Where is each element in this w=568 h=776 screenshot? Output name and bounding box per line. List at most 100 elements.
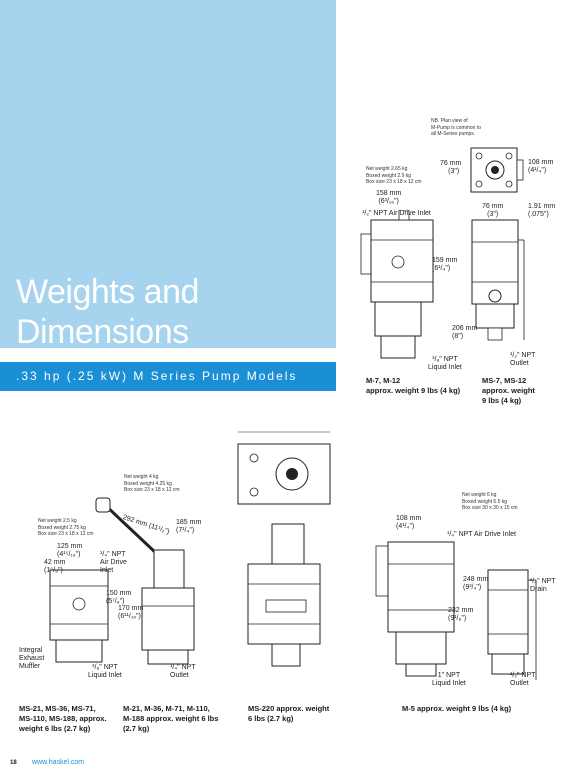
dim-value: 125 mm — [57, 543, 83, 550]
dim-76mm-b: 76 mm (3") — [482, 203, 503, 219]
dim-value: ¹/₄" NPT — [100, 551, 126, 558]
dim-value: ¹/₄" NPT — [530, 578, 556, 585]
m5-outlet-label: ¹/₂" NPT Outlet — [510, 672, 535, 688]
dim-value: 158 mm — [376, 190, 402, 197]
top-weight-note: Net weight 2.65 kg Boxed weight 2.9 kg B… — [366, 166, 422, 186]
caption-ms220: MS-220 approx. weight 6 lbs (2.7 kg) — [248, 704, 329, 724]
ms220-pump-drawing — [232, 424, 368, 694]
m5-air-inlet-label: ¹/₄" NPT Air Drive Inlet — [447, 531, 516, 539]
note-line: Net weight 6 kg — [462, 492, 497, 498]
page-number: 18 — [10, 760, 17, 766]
dim-value: 150 mm — [106, 590, 132, 597]
dim-value: 159 mm — [432, 257, 458, 264]
title-line-2: Dimensions — [16, 313, 189, 351]
caption-line: MS-110, MS-188, approx. — [19, 714, 107, 723]
ms21-dim-150: 150 mm (5⁷/₈") — [106, 590, 131, 606]
dim-value: 206 mm — [452, 325, 478, 332]
ms21-air-inlet-label: ¹/₄" NPT Air Drive Inlet — [100, 551, 127, 575]
dim-158mm: 158 mm (6³/₁₆") — [376, 190, 401, 206]
ms21-outlet-label: ¹/₄" NPT Outlet — [170, 664, 196, 680]
dim-206mm: 206 mm (8") — [452, 325, 477, 341]
dim-value: Outlet — [170, 672, 189, 679]
dim-value: Air Drive — [100, 559, 127, 566]
dim-value: ¹/₂" NPT Air Drive Inlet — [362, 210, 431, 217]
m5-pump-side-drawing — [372, 530, 462, 680]
caption-m7-m12: M-7, M-12 approx. weight 9 lbs (4 kg) — [366, 376, 460, 396]
dim-108mm: 108 mm (4¹/₄") — [528, 159, 553, 175]
section-subtitle: .33 hp (.25 kW) M Series Pump Models — [16, 369, 298, 383]
ms21-dim-185: 185 mm (7¹/₄") — [176, 519, 201, 535]
note-line: Boxed weight 6.5 kg — [462, 498, 508, 505]
dim-value: 248 mm — [463, 576, 489, 583]
dim-value: 1" NPT — [437, 672, 461, 679]
note-line: Box size 23 x 18 x 12 cm — [366, 179, 422, 185]
m5-drain-label: ¹/₄" NPT Drain — [530, 578, 556, 594]
dim-159mm: 159 mm (6¹/₄") — [432, 257, 457, 273]
website-link[interactable]: www.haskel.com — [32, 759, 85, 766]
liquid-inlet-label: ³/₈" NPT Liquid Inlet — [428, 356, 462, 372]
dim-value: ¹/₄" NPT Air Drive Inlet — [447, 531, 517, 538]
note-line: Box size 23 x 18 x 12 cm — [124, 487, 180, 493]
dim-value: ³/₈" NPT — [432, 356, 458, 363]
dim-value: Liquid Inlet — [428, 364, 462, 371]
dim-value: ¹/₂" NPT — [510, 352, 536, 359]
page-title: Weights and Dimensions — [16, 272, 199, 352]
ms21-weight-note-b: Net weight 2.5 kg Boxed weight 2.75 kg B… — [38, 518, 94, 538]
dim-value: 108 mm — [528, 159, 554, 166]
title-line-1: Weights and — [16, 273, 199, 311]
dim-76mm-a: 76 mm (3") — [440, 160, 461, 176]
caption-m5: M-5 approx. weight 9 lbs (4 kg) — [402, 704, 511, 714]
dim-inch: (6¹¹/₁₆") — [118, 613, 141, 620]
dim-inch: (4¹/₄") — [528, 167, 547, 174]
dim-value: Muffler — [19, 663, 41, 670]
dim-value: 42 mm — [44, 559, 66, 566]
dim-inch: (3") — [448, 168, 460, 175]
caption-line: approx. weight 9 lbs (4 kg) — [366, 386, 461, 395]
hero-panel — [0, 0, 336, 348]
dim-value: Liquid Inlet — [88, 672, 122, 679]
dim-inch: (6³/₁₆") — [378, 198, 399, 205]
dim-value: 232 mm — [448, 607, 474, 614]
plan-view-note: NB. Plan view of M-Pump is common to all… — [431, 118, 481, 138]
dim-value: 170 mm — [118, 605, 144, 612]
dim-value: Outlet — [510, 680, 529, 687]
note-line: Net weight 4 kg — [124, 474, 159, 480]
note-line: Net weight 2.5 kg — [38, 518, 77, 524]
ms21-liquid-inlet-label: ³/₈" NPT Liquid Inlet — [88, 664, 122, 680]
m5-dim-232: 232 mm (9¹/₈") — [448, 607, 473, 623]
outlet-label: ¹/₂" NPT Outlet — [510, 352, 535, 368]
dim-value: Integral — [19, 647, 43, 654]
note-line: Net weight 2.65 kg — [366, 166, 408, 172]
dim-value: Inlet — [100, 567, 114, 574]
dim-inch: (7¹/₄") — [176, 527, 195, 534]
caption-line: M-7, M-12 — [366, 376, 401, 385]
caption-line: weight 6 lbs (2.7 kg) — [19, 724, 91, 733]
dim-inch: (8") — [452, 333, 464, 340]
caption-line: 6 lbs (2.7 kg) — [248, 714, 294, 723]
dim-value: Liquid Inlet — [432, 680, 466, 687]
m5-dim-108: 108 mm (4¹/₄") — [396, 515, 421, 531]
dim-value: Exhaust — [19, 655, 45, 662]
ms21-muffler-label: Integral Exhaust Muffler — [19, 647, 44, 671]
caption-line: MS-220 approx. weight — [248, 704, 330, 713]
ms21-dim-125: 125 mm (4¹⁵/₁₆") — [57, 543, 82, 559]
caption-line: MS-7, MS-12 — [482, 376, 527, 385]
note-line: Boxed weight 4.25 kg — [124, 480, 172, 487]
ms21-pump-drawing — [34, 490, 234, 670]
caption-line: M-5 approx. weight 9 lbs (4 kg) — [402, 704, 512, 713]
dim-value: Outlet — [510, 360, 529, 367]
dim-value: ³/₈" NPT — [92, 664, 118, 671]
dim-191mm: 1.91 mm (.075") — [528, 203, 555, 219]
note-line: Box size 30 x 30 x 15 cm — [462, 505, 518, 511]
top-pump-side-drawing — [355, 210, 443, 370]
note-line: all M-Series pumps. — [431, 131, 476, 137]
m5-liquid-inlet-label: 1" NPT Liquid Inlet — [432, 672, 466, 688]
dim-inch: (3") — [487, 211, 499, 218]
dim-inch: (.075") — [528, 211, 549, 218]
caption-ms21-series: MS-21, MS-36, MS-71, MS-110, MS-188, app… — [19, 704, 107, 734]
ms21-weight-note-a: Net weight 4 kg Boxed weight 4.25 kg Box… — [124, 474, 180, 494]
top-pump-plan-drawing — [465, 142, 527, 197]
dim-value: ¹/₄" NPT — [170, 664, 196, 671]
dim-inch: (4¹⁵/₁₆") — [57, 551, 81, 558]
dim-inch: (9¹/₈") — [448, 615, 467, 622]
